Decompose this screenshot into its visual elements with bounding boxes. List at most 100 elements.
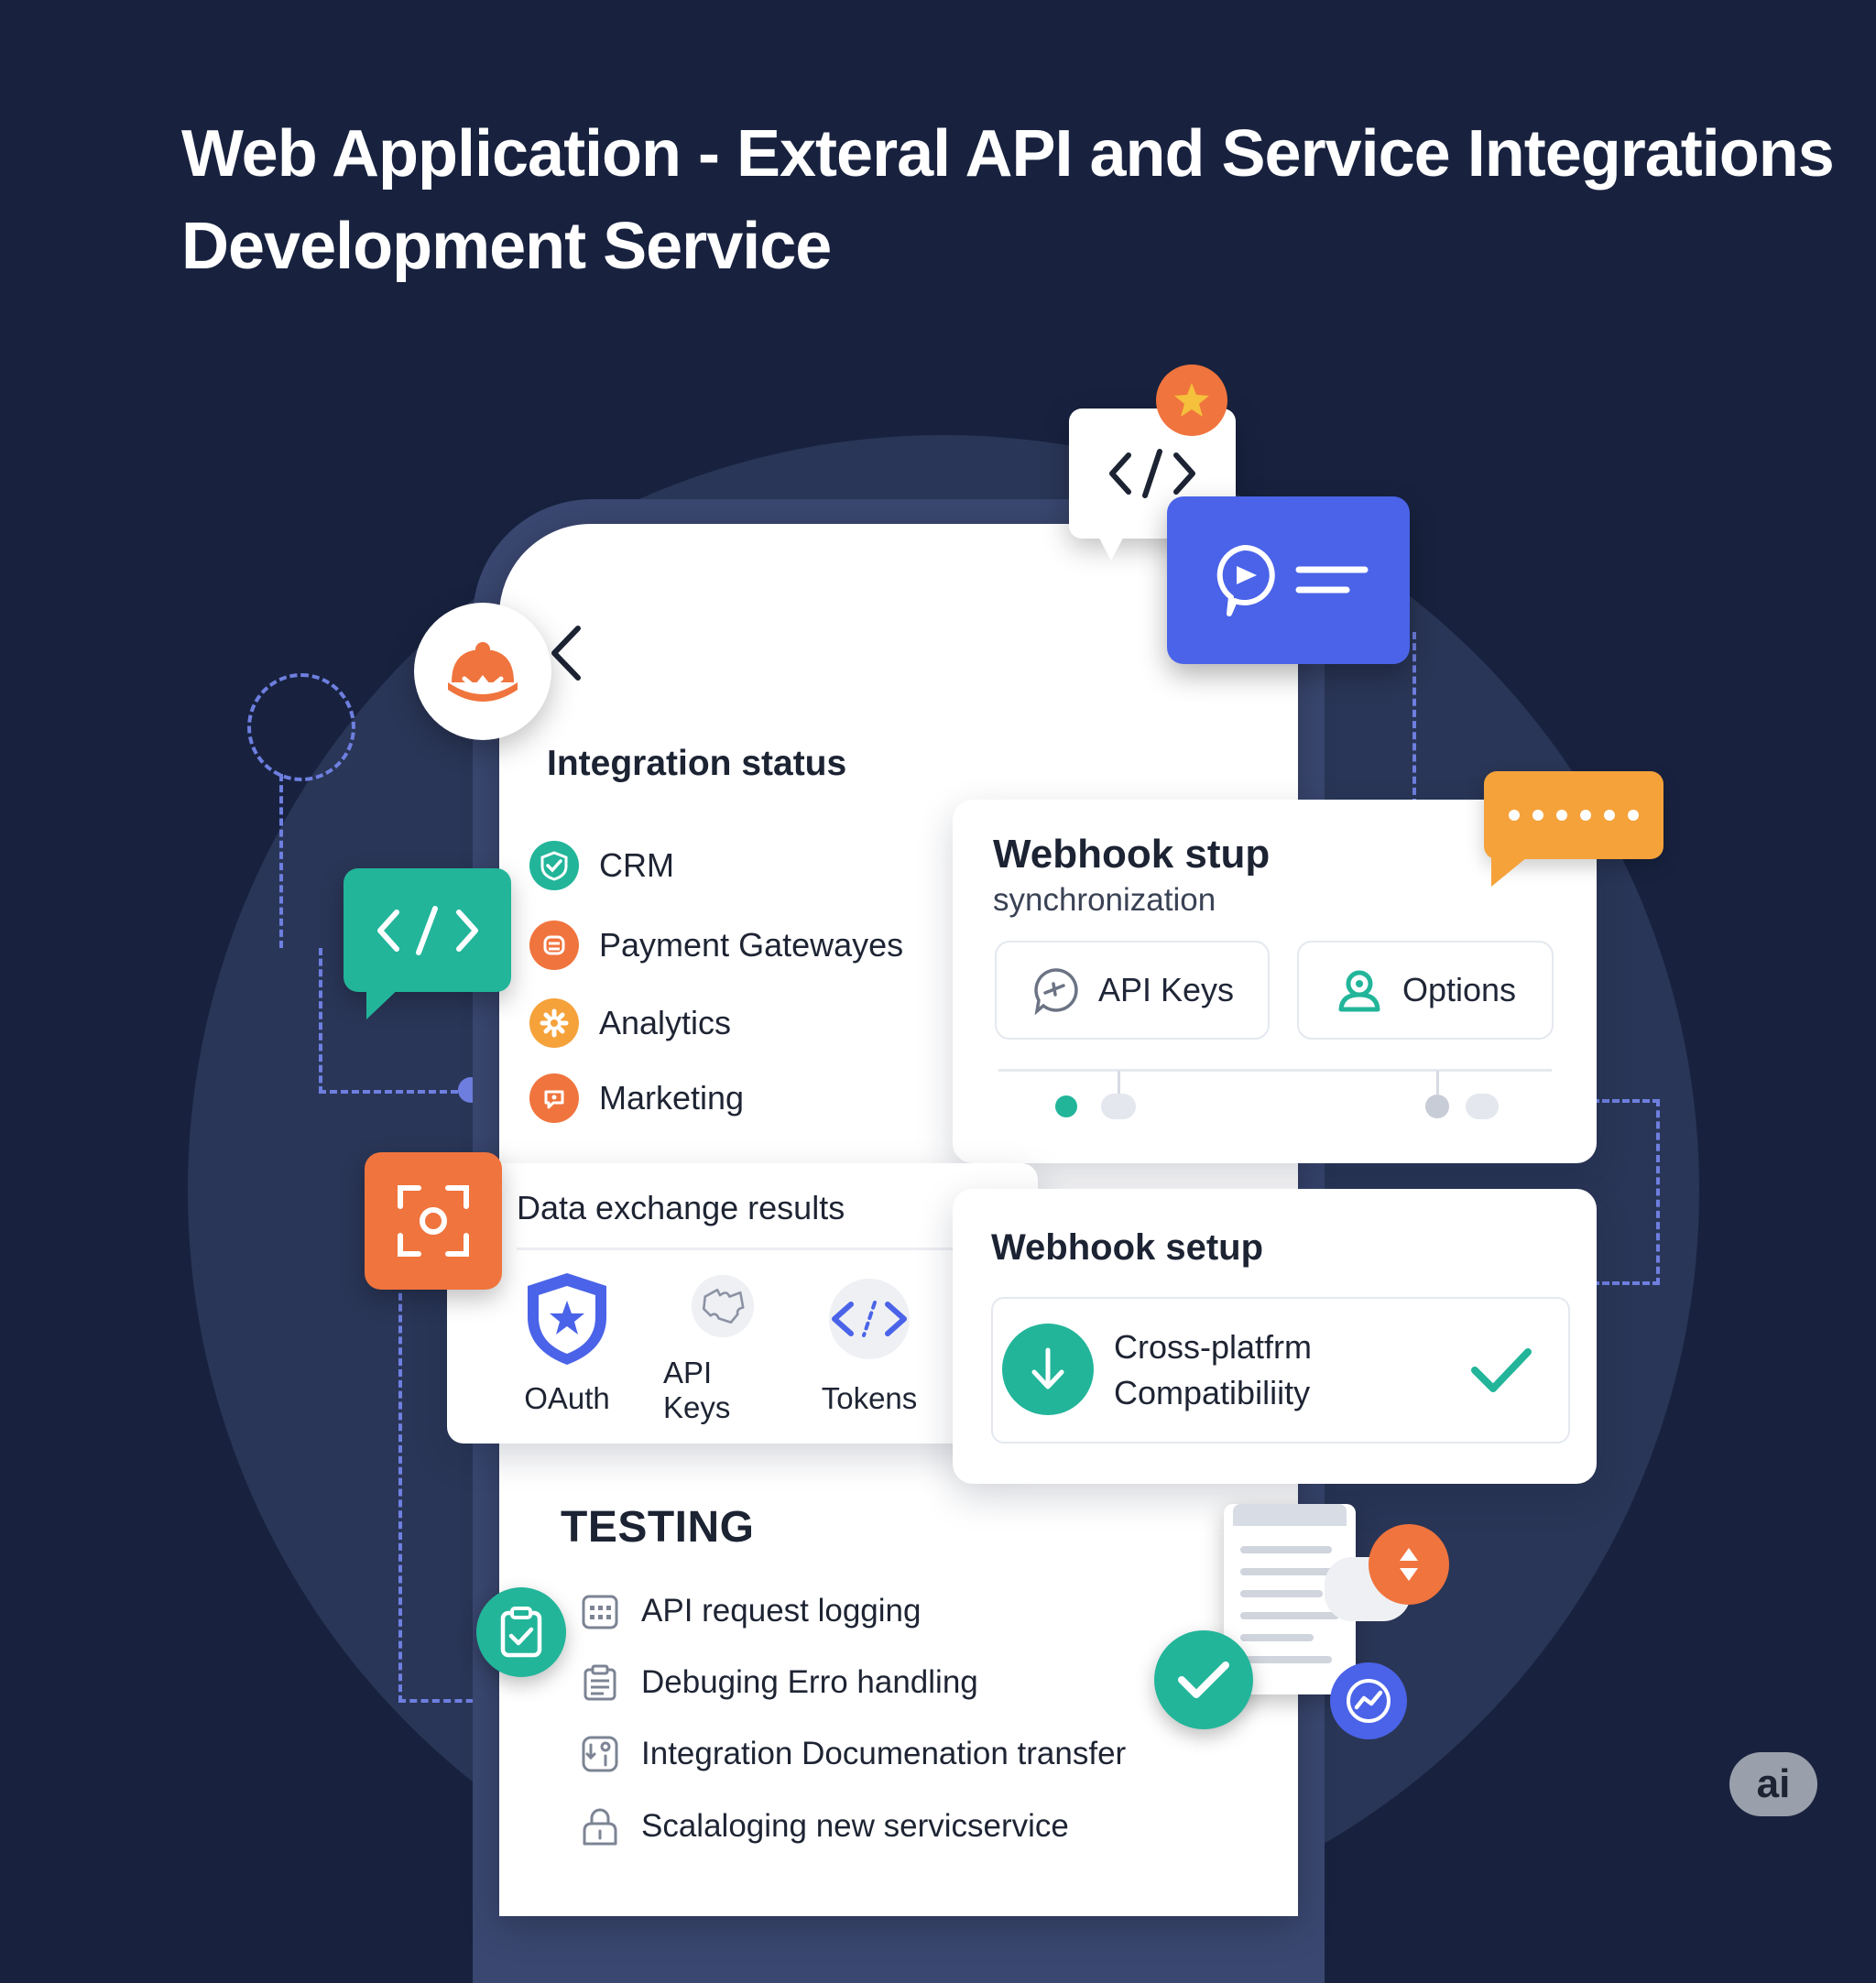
webhook-setup-card: Webhook setup Cross-platfrm Compatibilii… bbox=[953, 1189, 1597, 1484]
connector-line-left-3 bbox=[398, 1282, 485, 1703]
ai-badge: ai bbox=[1729, 1752, 1817, 1816]
test-item-label: Scalaloging new servic​service bbox=[641, 1808, 1069, 1844]
document-card bbox=[1224, 1504, 1356, 1694]
options-label: Options bbox=[1402, 971, 1517, 1008]
chevron-left-icon bbox=[551, 626, 581, 681]
code-bubble-left bbox=[344, 868, 511, 992]
dot-icon bbox=[1628, 810, 1639, 821]
check-icon bbox=[1178, 1662, 1229, 1698]
clipboard-icon bbox=[579, 1662, 621, 1704]
text-line bbox=[1240, 1546, 1332, 1553]
bubble-tail bbox=[366, 985, 403, 1019]
helmet-icon bbox=[448, 642, 518, 702]
status-item-label: Marketing bbox=[599, 1079, 745, 1117]
test-item-label: API request logging bbox=[641, 1593, 922, 1629]
status-item-payment[interactable]: Payment Gatewayes bbox=[529, 921, 903, 970]
text-line bbox=[1240, 1612, 1339, 1619]
text-line bbox=[1240, 1656, 1332, 1663]
tick-mark bbox=[1118, 1071, 1120, 1095]
api-keys-label: API Keys bbox=[1097, 971, 1235, 1008]
dot-icon bbox=[1580, 810, 1591, 821]
webhook-stup-subtitle: synchronization bbox=[993, 882, 1216, 918]
text-lines-icon bbox=[1295, 566, 1368, 593]
success-badge bbox=[1154, 1630, 1253, 1729]
text-line bbox=[1240, 1568, 1341, 1575]
text-line bbox=[1240, 1590, 1323, 1597]
compatibility-label: Cross-platfrm Compatibiliity bbox=[1114, 1328, 1313, 1411]
check-shield-icon bbox=[529, 841, 579, 890]
bubble-tail bbox=[1095, 529, 1128, 561]
puzzle-icon bbox=[691, 1274, 755, 1338]
status-item-crm[interactable]: CRM bbox=[529, 841, 674, 890]
test-item-label: Integration Documenation transfer bbox=[641, 1736, 1127, 1771]
code-icon bbox=[829, 1279, 910, 1359]
status-item-label: CRM bbox=[599, 846, 674, 884]
test-item-scaling[interactable]: Scalaloging new servic​service bbox=[579, 1805, 1069, 1847]
download-icon bbox=[1002, 1324, 1094, 1415]
dot-icon bbox=[1509, 810, 1520, 821]
payment-icon bbox=[529, 921, 579, 970]
integration-status-heading: Integration status bbox=[547, 744, 847, 783]
api-keys-button[interactable]: API Keys bbox=[995, 941, 1270, 1040]
dot-icon bbox=[1556, 810, 1567, 821]
test-item-documentation[interactable]: Integration Documenation transfer bbox=[579, 1733, 1126, 1775]
helmet-badge bbox=[414, 603, 551, 740]
connector-line-right-2 bbox=[1592, 1099, 1660, 1285]
status-item-label: Analytics bbox=[599, 1004, 732, 1041]
progress-dot-active bbox=[1055, 1095, 1077, 1117]
webhook-stup-card: Webhook stup synchronization API Keys Op… bbox=[953, 800, 1597, 1163]
page-title: Web Application - Exteral API and Servic… bbox=[181, 117, 1835, 283]
clipboard-badge bbox=[476, 1587, 566, 1677]
dot-icon bbox=[1604, 810, 1615, 821]
progress-dot bbox=[1101, 1094, 1136, 1119]
test-item-logging[interactable]: API request logging bbox=[579, 1590, 921, 1632]
text-line bbox=[1240, 1634, 1314, 1641]
dot-icon bbox=[1532, 810, 1543, 821]
dashed-ring bbox=[247, 673, 355, 781]
compatibility-item[interactable]: Cross-platfrm Compatibiliity bbox=[991, 1297, 1570, 1444]
exchange-item-oauth[interactable]: OAuth bbox=[507, 1269, 627, 1425]
progress-dot bbox=[1466, 1094, 1499, 1119]
document-transfer-icon bbox=[579, 1733, 621, 1775]
gear-icon bbox=[529, 998, 579, 1048]
connector-line-right-1 bbox=[1412, 632, 1416, 806]
megaphone-icon bbox=[529, 1073, 579, 1123]
status-item-marketing[interactable]: Marketing bbox=[529, 1073, 744, 1123]
data-exchange-heading: Data exchange results bbox=[517, 1189, 845, 1226]
check-icon bbox=[1471, 1348, 1532, 1392]
chat-icon bbox=[1216, 544, 1275, 616]
lock-icon bbox=[579, 1805, 621, 1847]
chat-card bbox=[1167, 496, 1410, 664]
progress-dot bbox=[1425, 1095, 1449, 1118]
shield-star-icon bbox=[528, 1273, 606, 1365]
connector-line-left-2 bbox=[319, 948, 469, 1094]
status-item-label: Payment Gatewayes bbox=[599, 926, 904, 964]
trend-icon bbox=[1347, 1679, 1391, 1723]
trend-badge bbox=[1330, 1662, 1407, 1739]
clipboard-check-icon bbox=[500, 1607, 542, 1658]
divider bbox=[517, 1248, 1030, 1250]
exchange-item-tokens[interactable]: Tokens bbox=[810, 1269, 929, 1425]
star-icon bbox=[1174, 383, 1209, 417]
sort-badge bbox=[1369, 1524, 1449, 1605]
test-item-label: Debuging Erro handling bbox=[641, 1664, 978, 1700]
data-exchange-card: Data exchange results OAuth API Keys Tok… bbox=[447, 1163, 1038, 1444]
scan-icon bbox=[398, 1185, 469, 1257]
typing-bubble bbox=[1484, 771, 1663, 859]
divider bbox=[998, 1069, 1552, 1072]
test-item-debugging[interactable]: Debuging Erro handling bbox=[579, 1662, 978, 1704]
exchange-item-api-keys[interactable]: API Keys bbox=[663, 1269, 782, 1425]
code-icon bbox=[1109, 449, 1195, 498]
back-button[interactable] bbox=[545, 623, 591, 683]
tick-mark bbox=[1436, 1071, 1439, 1095]
webhook-stup-title: Webhook stup bbox=[993, 832, 1271, 877]
sort-icon bbox=[1400, 1548, 1418, 1581]
webhook-setup-title: Webhook setup bbox=[991, 1227, 1264, 1268]
exchange-item-label: Tokens bbox=[821, 1381, 918, 1415]
exchange-item-label: OAuth bbox=[524, 1381, 610, 1415]
status-item-analytics[interactable]: Analytics bbox=[529, 998, 731, 1048]
testing-heading: TESTING bbox=[561, 1503, 755, 1552]
options-button[interactable]: Options bbox=[1297, 941, 1554, 1040]
scanner-tile bbox=[365, 1152, 502, 1290]
document-header bbox=[1233, 1504, 1347, 1526]
